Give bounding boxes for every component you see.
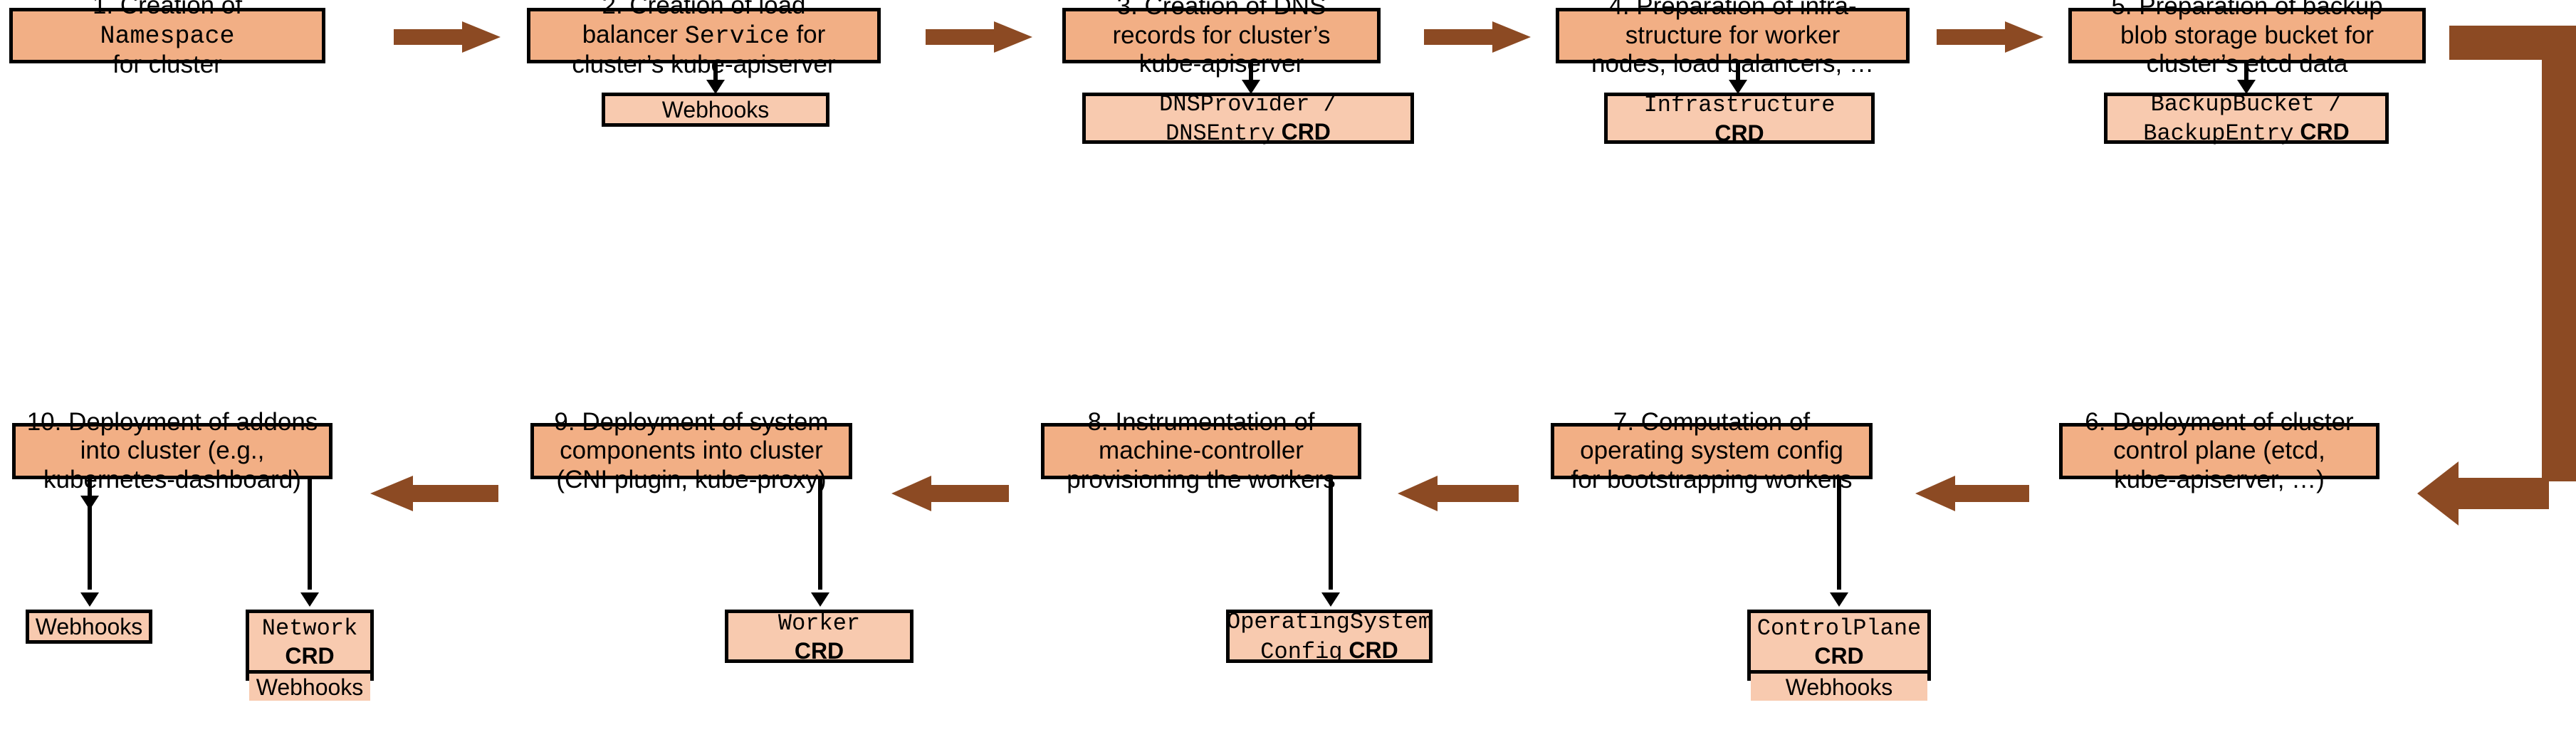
sub-box-label: Webhooks (256, 674, 364, 700)
sub-box-label: Webhooks (661, 96, 770, 122)
step-label-6: 6. Deployment of cluster control plane (… (2085, 407, 2354, 493)
step-label-1: 1. Creation of Namespace for cluster (92, 0, 243, 79)
connector-line-step-7 (1329, 479, 1333, 590)
step-label-7: 7. Computation of operating system confi… (1571, 407, 1853, 493)
flow-arrow-4-to-5 (1937, 21, 2043, 53)
step-box-3[interactable]: 3. Creation of DNS records for cluster’s… (1062, 0, 1381, 78)
sub-box-crd-step-5[interactable]: BackupBucket / BackupEntry CRD (2104, 91, 2389, 147)
sub-box-stack-step-6[interactable]: ControlPlane CRD Webhooks (1747, 610, 1931, 701)
connector-line-step-10-lower (88, 479, 92, 590)
connector-arrowhead-step-6 (1830, 592, 1848, 607)
sub-box-webhooks-step-6[interactable]: Webhooks (1751, 669, 1927, 701)
sub-box-label: Worker CRD (777, 610, 861, 664)
connector-line-step-6 (1837, 479, 1841, 590)
connector-arrowhead-step-5 (2237, 80, 2256, 94)
step-label-5: 5. Preparation of backup blob storage bu… (2111, 0, 2383, 78)
sub-box-webhooks-step-2[interactable]: Webhooks (602, 93, 829, 127)
sub-box-crd-step-8[interactable]: Worker CRD (725, 610, 913, 664)
step-box-2[interactable]: 2. Creation of load balancer Service for… (527, 0, 881, 78)
flow-arrow-3-to-4 (1424, 21, 1531, 53)
connector-arrowhead-step-3 (1242, 80, 1260, 94)
sub-box-webhooks-step-10[interactable]: Webhooks (26, 610, 152, 644)
connector-line-step-2 (713, 63, 718, 86)
step-label-8: 8. Instrumentation of machine-controller… (1067, 407, 1336, 493)
connector-arrowhead-step-10-lower (80, 592, 99, 607)
flow-arrow-5-to-6 (2449, 26, 2576, 481)
step-label-3: 3. Creation of DNS records for cluster’s… (1112, 0, 1331, 78)
step-box-9[interactable]: 9. Deployment of system components into … (530, 408, 852, 493)
flow-arrow-9-to-10 (370, 476, 498, 511)
sub-box-crd-step-6[interactable]: ControlPlane CRD (1751, 613, 1927, 670)
connector-line-step-4 (1736, 63, 1740, 86)
sub-box-label: OperatingSystem Config CRD (1226, 609, 1433, 665)
flow-arrow-2-to-3 (926, 21, 1032, 53)
step-box-7[interactable]: 7. Computation of operating system confi… (1551, 408, 1873, 493)
step-box-4[interactable]: 4. Preparation of infra- structure for w… (1556, 0, 1910, 78)
sub-box-crd-step-3[interactable]: DNSProvider / DNSEntry CRD (1082, 91, 1414, 147)
connector-arrowhead-step-2 (706, 80, 725, 94)
sub-box-label: Network CRD (261, 615, 358, 669)
sub-box-crd-step-7[interactable]: OperatingSystem Config CRD (1226, 609, 1433, 665)
step-box-5[interactable]: 5. Preparation of backup blob storage bu… (2068, 0, 2426, 78)
sub-box-webhooks-step-9[interactable]: Webhooks (249, 669, 370, 701)
sub-box-label: DNSProvider / DNSEntry CRD (1159, 90, 1337, 147)
flow-arrow-7-to-8 (1398, 476, 1519, 511)
flow-arrow-6-to-7 (1915, 476, 2029, 511)
connector-line-step-5 (2244, 63, 2248, 86)
sub-box-label: Webhooks (1785, 674, 1893, 700)
step-box-10[interactable]: 10. Deployment of addons into cluster (e… (12, 408, 333, 493)
connector-arrowhead-step-7 (1321, 592, 1340, 607)
step-label-4: 4. Preparation of infra- structure for w… (1591, 0, 1874, 78)
connector-arrowhead-step-4 (1729, 80, 1747, 94)
sub-box-label: BackupBucket / BackupEntry CRD (2143, 90, 2350, 147)
step-box-1[interactable]: 1. Creation of Namespace for cluster (9, 0, 325, 78)
connector-line-step-8 (818, 479, 822, 590)
step-box-8[interactable]: 8. Instrumentation of machine-controller… (1041, 408, 1361, 493)
connector-line-step-3 (1249, 63, 1253, 86)
sub-box-label: Infrastructure CRD (1643, 92, 1836, 146)
sub-box-crd-step-4[interactable]: Infrastructure CRD (1604, 92, 1875, 146)
flow-arrow-8-to-9 (891, 476, 1009, 511)
step-box-6[interactable]: 6. Deployment of cluster control plane (… (2059, 408, 2379, 493)
connector-arrowhead-step-9 (300, 592, 319, 607)
step-label-2: 2. Creation of load balancer Service for… (572, 0, 836, 79)
flow-arrow-1-to-2 (394, 21, 501, 53)
sub-box-label: Webhooks (35, 613, 143, 639)
step-label-10: 10. Deployment of addons into cluster (e… (26, 407, 318, 493)
connector-line-step-9 (308, 479, 312, 590)
sub-box-label: ControlPlane CRD (1756, 615, 1922, 669)
connector-arrowhead-step-8 (811, 592, 829, 607)
sub-box-stack-step-9[interactable]: Network CRD Webhooks (246, 610, 374, 701)
flow-arrow-5-to-6-head (2417, 461, 2549, 526)
step-label-9: 9. Deployment of system components into … (554, 407, 829, 493)
sub-box-crd-step-9[interactable]: Network CRD (249, 613, 370, 670)
